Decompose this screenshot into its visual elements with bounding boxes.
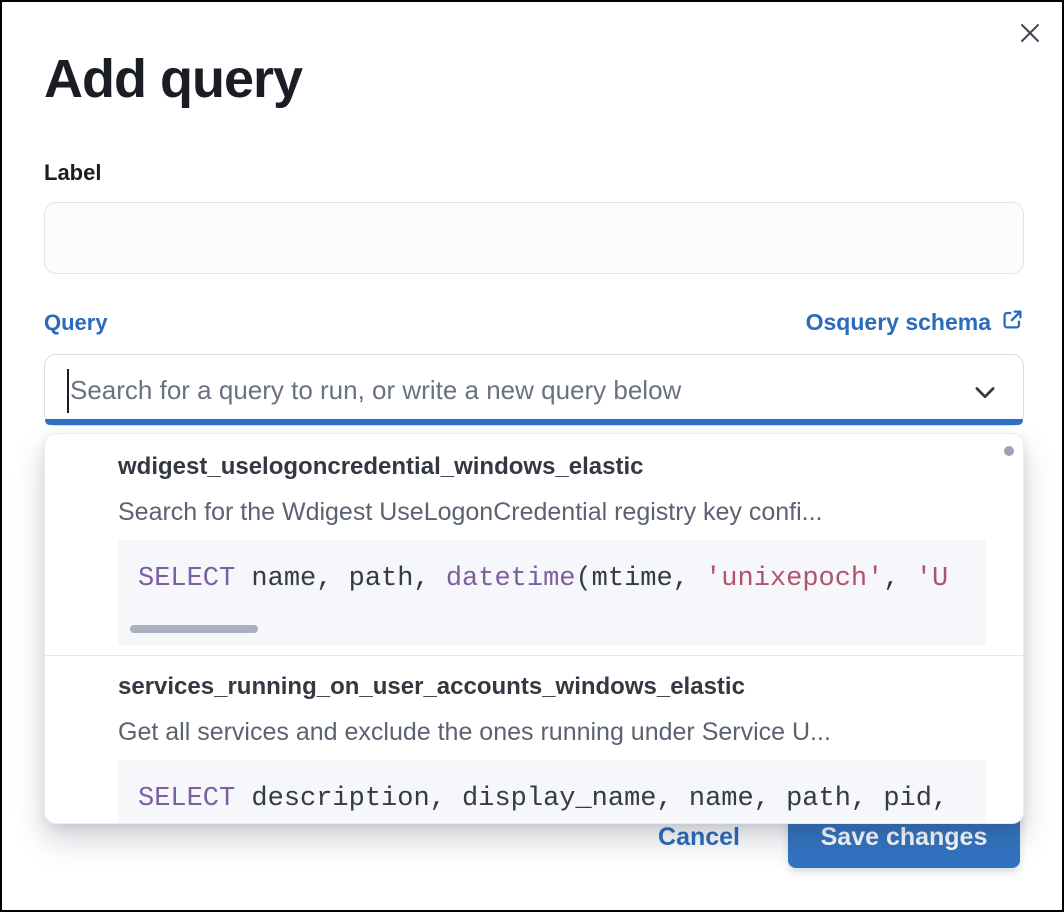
option-separator bbox=[45, 655, 1023, 656]
modal-title: Add query bbox=[44, 49, 303, 109]
query-option-services[interactable]: services_running_on_user_accounts_window… bbox=[45, 656, 1023, 823]
query-field-label: Query bbox=[44, 309, 108, 335]
option-description: Search for the Wdigest UseLogonCredentia… bbox=[118, 498, 823, 526]
query-option-wdigest[interactable]: wdigest_uselogoncredential_windows_elast… bbox=[45, 434, 1023, 655]
dropdown-scrollbar-thumb[interactable] bbox=[1004, 446, 1014, 456]
label-field-label: Label bbox=[44, 160, 102, 185]
query-search-combobox[interactable]: Search for a query to run, or write a ne… bbox=[44, 354, 1024, 426]
sql-code: SELECT description, display_name, name, … bbox=[138, 784, 949, 814]
option-title: services_running_on_user_accounts_window… bbox=[118, 673, 745, 700]
cancel-button[interactable]: Cancel bbox=[658, 822, 740, 851]
option-sql-snippet: SELECT name, path, datetime(mtime, 'unix… bbox=[118, 540, 986, 645]
chevron-down-icon[interactable] bbox=[971, 378, 999, 411]
option-sql-snippet: SELECT description, display_name, name, … bbox=[118, 760, 986, 823]
query-header-row: Query Osquery schema bbox=[44, 308, 1024, 337]
osquery-schema-link-label: Osquery schema bbox=[805, 309, 991, 335]
label-input[interactable] bbox=[44, 202, 1024, 274]
focus-underline bbox=[45, 419, 1023, 425]
code-horizontal-scrollbar-thumb[interactable] bbox=[130, 625, 258, 633]
osquery-schema-link[interactable]: Osquery schema bbox=[806, 308, 1024, 337]
external-link-icon bbox=[1001, 308, 1024, 337]
option-title: wdigest_uselogoncredential_windows_elast… bbox=[118, 453, 644, 480]
option-description: Get all services and exclude the ones ru… bbox=[118, 718, 831, 746]
close-button[interactable] bbox=[1010, 14, 1050, 54]
sql-code: SELECT name, path, datetime(mtime, 'unix… bbox=[138, 564, 949, 594]
combobox-placeholder: Search for a query to run, or write a ne… bbox=[70, 375, 682, 405]
text-caret bbox=[67, 369, 69, 413]
close-icon bbox=[1016, 19, 1044, 50]
query-suggestions-listbox: wdigest_uselogoncredential_windows_elast… bbox=[44, 433, 1024, 824]
